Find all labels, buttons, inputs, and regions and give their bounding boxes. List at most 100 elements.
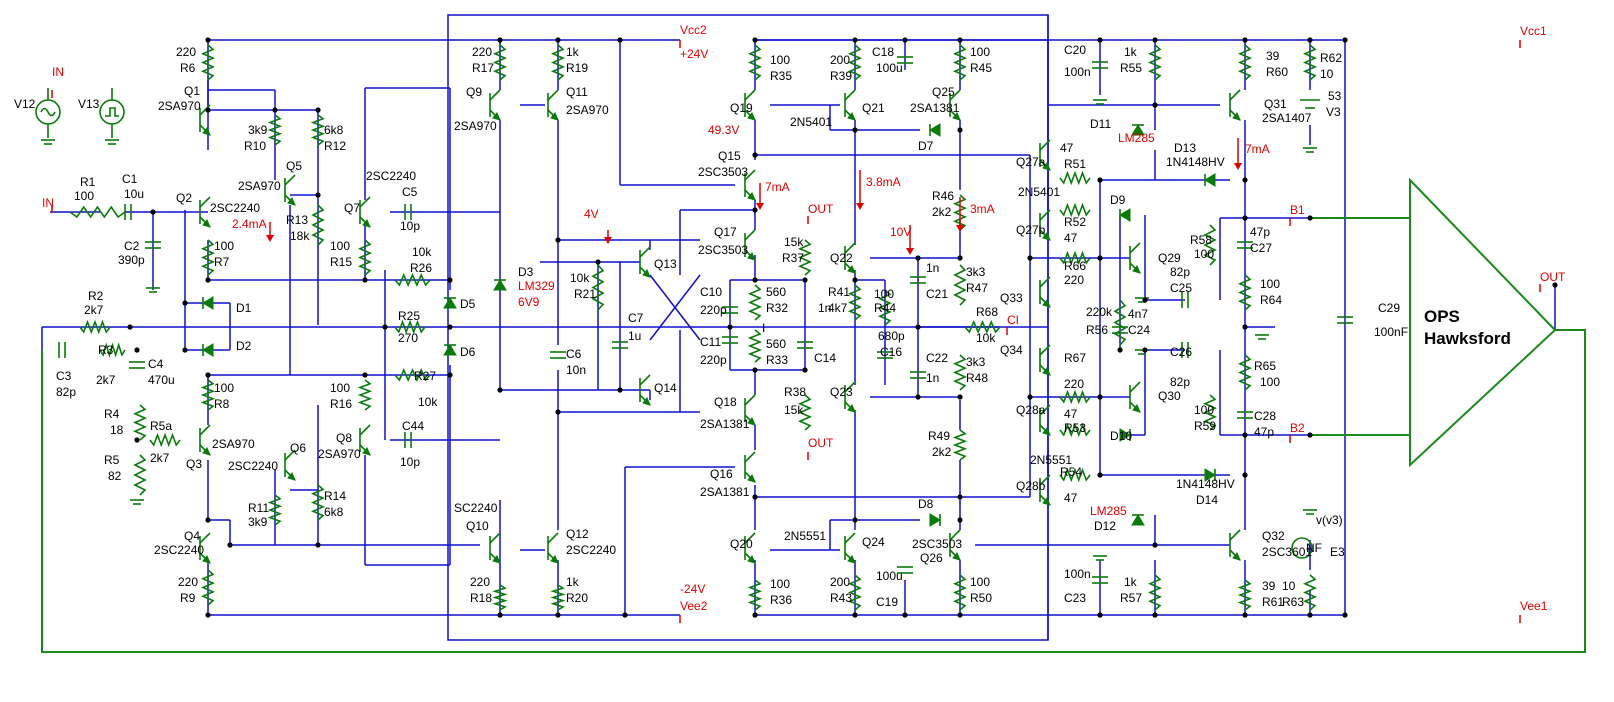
label-e3: E3	[1330, 545, 1345, 559]
transistor-arrow	[1042, 367, 1051, 376]
transistor-collector	[1129, 242, 1141, 254]
transistor-collector	[284, 449, 296, 461]
junction-dot	[1117, 347, 1123, 353]
resistor	[798, 239, 812, 276]
transistor-collector	[1229, 529, 1241, 541]
diode	[1131, 514, 1145, 526]
label-r67v: 220	[1064, 377, 1084, 391]
label-q25t: 2SA1381	[910, 101, 960, 115]
label-r19: R19	[566, 61, 588, 75]
resistor	[1238, 274, 1252, 311]
label-d9: D9	[1110, 193, 1126, 207]
resistor	[551, 44, 565, 81]
resistor	[1059, 422, 1091, 438]
label-r16: R16	[330, 397, 352, 411]
label-c22v: 1n	[926, 371, 939, 385]
label-d14t: 1N4148HV	[1176, 477, 1235, 491]
transistor-collector	[639, 374, 651, 386]
diode	[1204, 173, 1216, 187]
transistor-collector	[199, 424, 211, 436]
resistor	[878, 289, 892, 326]
transistor-arrow	[287, 197, 296, 206]
label-c23: C23	[1064, 591, 1086, 605]
junction-dot	[617, 37, 623, 43]
label-a7a: 7mA	[765, 180, 790, 194]
label-c27: C27	[1250, 241, 1272, 255]
label-c6v: 10n	[566, 363, 586, 377]
resistor	[1148, 574, 1162, 611]
transistor-collector	[744, 229, 756, 241]
label-out1: OUT	[808, 202, 834, 216]
junction-dot	[1027, 394, 1033, 400]
label-q2: Q2	[176, 191, 192, 205]
label-v69: 6V9	[518, 295, 540, 309]
resistor	[953, 354, 967, 391]
junction-dot	[447, 324, 453, 330]
wires	[41, 14, 1556, 641]
junction-dot	[555, 37, 561, 43]
label-c2v: C2	[124, 239, 140, 253]
junction-dot	[1097, 255, 1103, 261]
label-r3v: 2k7	[96, 373, 116, 387]
junction-dot	[752, 494, 758, 500]
label-r57v: 1k	[1124, 575, 1138, 589]
label-r46: R46	[932, 189, 954, 203]
label-d13: D13	[1174, 141, 1196, 155]
label-r49v: 2k2	[932, 445, 952, 459]
label-r54v: 47	[1064, 491, 1078, 505]
resistor	[1238, 44, 1252, 81]
resistor	[357, 379, 373, 411]
label-r13: R13	[286, 213, 308, 227]
resistor	[1113, 299, 1127, 346]
resistor	[267, 114, 283, 146]
resistor	[1059, 170, 1091, 186]
label-r58: R58	[1190, 233, 1212, 247]
label-r16v: 100	[330, 381, 350, 395]
junction-dot	[315, 192, 321, 198]
label-d11: D11	[1090, 117, 1111, 131]
transistor-arrow	[1132, 265, 1141, 274]
label-r45v: 100	[970, 45, 990, 59]
label-r26v: 10k	[412, 245, 432, 259]
junction-dot	[617, 387, 623, 393]
transistor-arrow	[747, 417, 756, 426]
label-r10v: 3k9	[248, 123, 268, 137]
junction-dot	[1242, 37, 1248, 43]
label-q22: Q22	[830, 251, 853, 265]
label-r5v: 82	[108, 469, 122, 483]
label-q19: Q19	[730, 101, 753, 115]
transistor-collector	[1039, 344, 1051, 356]
diode	[1119, 428, 1131, 442]
label-nf: NF	[1306, 541, 1322, 555]
resistor	[201, 569, 215, 606]
transistor-arrow	[287, 472, 296, 481]
label-q7t: 2SC2240	[366, 169, 416, 183]
junction-dot	[555, 409, 561, 415]
label-q11: Q11	[566, 85, 588, 99]
label-r49: R49	[928, 429, 950, 443]
label-ibar: I	[762, 321, 765, 335]
junction-dot	[957, 517, 963, 523]
junction-dot	[205, 277, 211, 283]
label-lm329: LM329	[518, 279, 555, 293]
label-r41: R41	[828, 285, 850, 299]
transistor-collector	[1229, 89, 1241, 101]
label-r44v: 100	[874, 287, 894, 301]
label-r7: R7	[214, 255, 230, 269]
junction-dot	[595, 259, 601, 265]
label-r39v: 200	[830, 53, 850, 67]
label-r21v: 10k	[570, 271, 590, 285]
label-c28v: 47p	[1254, 425, 1274, 439]
resistor	[79, 319, 111, 335]
junction-dot	[1242, 177, 1248, 183]
label-vee2: Vee2	[680, 599, 708, 613]
label-c18: C18	[872, 45, 894, 59]
junction-dot	[205, 107, 211, 113]
source-icon	[99, 99, 125, 125]
resistor	[1059, 389, 1091, 405]
label-r3: R3	[98, 343, 114, 357]
label-r54: R54	[1060, 465, 1082, 479]
diode	[929, 123, 941, 137]
label-v3: V3	[1326, 105, 1341, 119]
